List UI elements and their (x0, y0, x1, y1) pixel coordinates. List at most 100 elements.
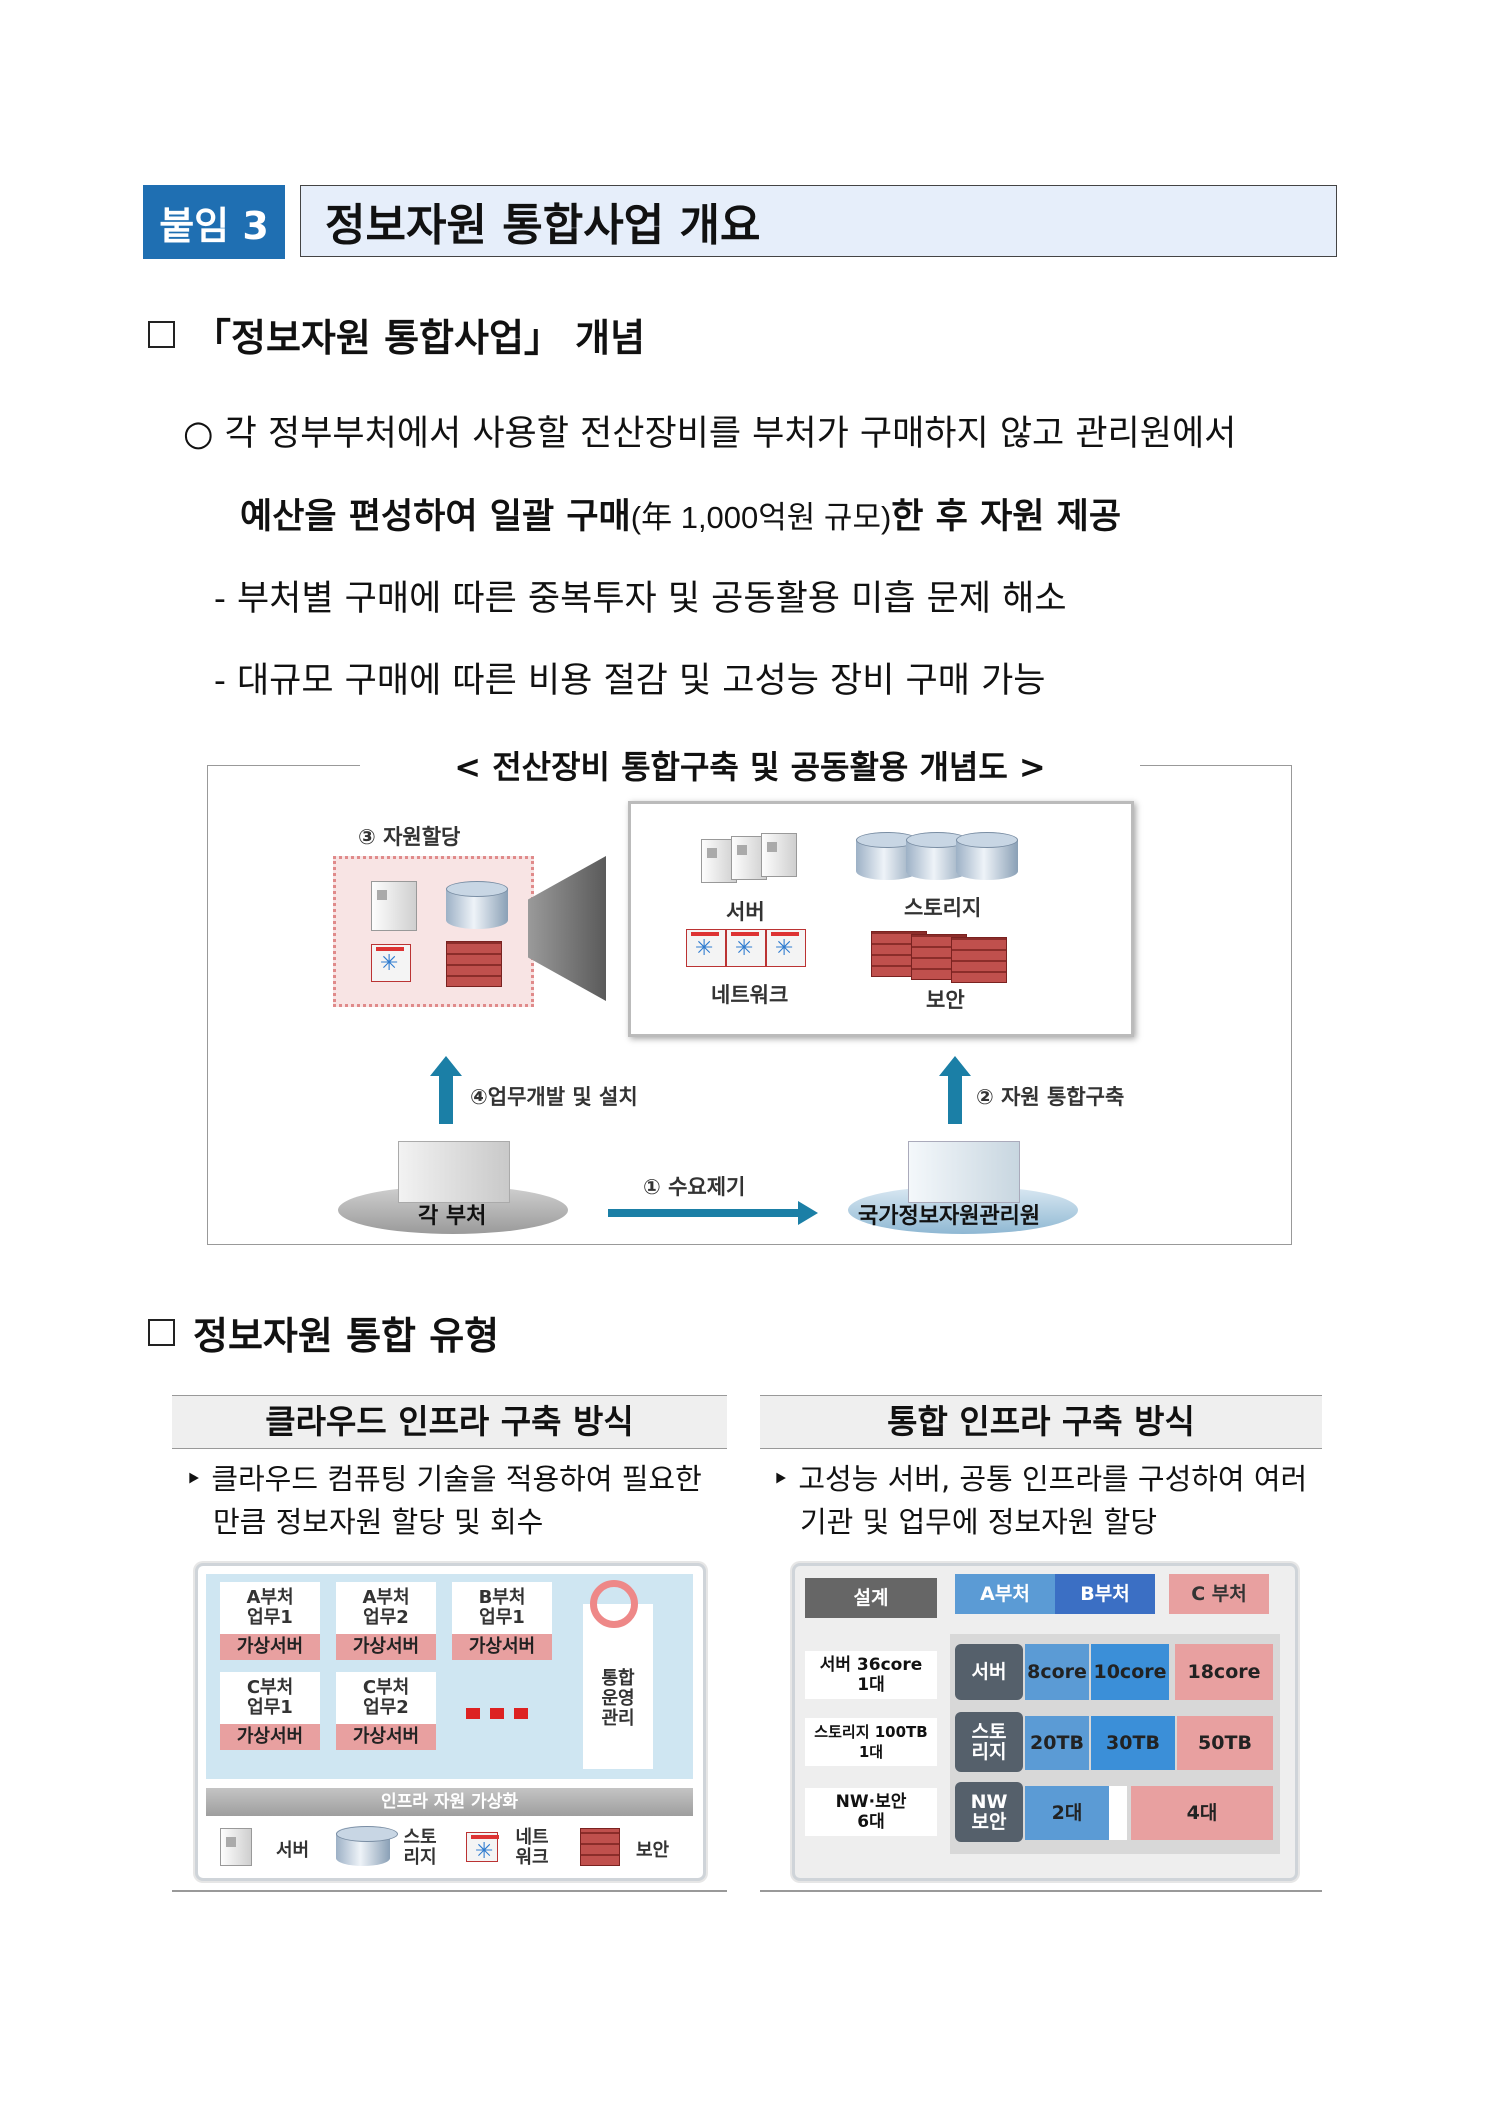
arrow-right-icon (608, 1209, 803, 1217)
alloc-label: ③ 자원할당 (358, 825, 461, 849)
network-icon (371, 944, 411, 982)
storage-c: 50TB (1177, 1716, 1273, 1770)
vm-tag: 가상서버 (220, 1724, 320, 1750)
integrated-column-header: 통합 인프라 구축 방식 (760, 1395, 1322, 1449)
integrate-label: ② 자원 통합구축 (976, 1085, 1125, 1109)
integrated-bottom-rule (760, 1890, 1322, 1892)
concept-line-3: - 부처별 구매에 따른 중복투자 및 공동활용 미흡 문제 해소 (214, 579, 1067, 619)
firewall-icon (951, 937, 1007, 983)
vm-tag: 가상서버 (452, 1634, 552, 1660)
section-heading-types: 정보자원 통합 유형 (148, 1305, 499, 1360)
resource-pool-box: 서버 스토리지 네트워크 보안 (628, 801, 1134, 1037)
building-icon (398, 1141, 510, 1203)
concept-line-2-bold: 예산을 편성하여 일괄 구매 (240, 496, 631, 537)
storage-label: 스토리지 (904, 896, 982, 920)
agency-label: 국가정보자원관리원 (858, 1204, 1041, 1229)
arrow-up-icon (939, 1056, 971, 1124)
ellipsis-dot (514, 1708, 528, 1719)
checkbox-square-icon (148, 321, 175, 348)
ministry-label: 각 부처 (418, 1204, 487, 1229)
storage-icon (956, 832, 1018, 880)
storage-b: 30TB (1091, 1716, 1175, 1770)
cloud-bottom-rule (172, 1890, 727, 1892)
concept-line-2: 예산을 편성하여 일괄 구매(年 1,000억원 규모)한 후 자원 제공 (240, 488, 1121, 539)
alloc-box (333, 856, 534, 1007)
cloud-desc-line1: ‣ 클라우드 컴퓨팅 기술을 적용하여 필요한 (185, 1462, 702, 1496)
firewall-icon (446, 941, 502, 987)
row-server: 서버 (955, 1644, 1023, 1700)
server-a: 8core (1025, 1644, 1089, 1700)
cloud-desc: ‣ 클라우드 컴퓨팅 기술을 적용하여 필요한 만큼 정보자원 할당 및 회수 (185, 1458, 702, 1544)
network-icon (466, 1832, 499, 1863)
network-icon (766, 929, 806, 967)
cloud-desc-line2: 만큼 정보자원 할당 및 회수 (213, 1505, 544, 1539)
page-title-text: 정보자원 통합사업 개요 (325, 200, 761, 251)
nw-ab: 2대 (1025, 1786, 1109, 1840)
virtualization-bar: 인프라 자원 가상화 (206, 1788, 693, 1816)
legend-server: 서버 (276, 1840, 310, 1861)
storage-icon (336, 1826, 398, 1866)
concept-diagram: ③ 자원할당 서버 스토리지 네트워크 보안 ④업무개발 및 설치 ② 자원 통… (207, 765, 1292, 1245)
integrated-desc: ‣ 고성능 서버, 공통 인프라를 구성하여 여러 기관 및 업무에 정보자원 … (772, 1458, 1307, 1544)
checkbox-square-icon (148, 1319, 175, 1346)
concept-line-2-end: 한 후 자원 제공 (891, 496, 1122, 537)
network-icon (726, 929, 766, 967)
concept-line-4: - 대규모 구매에 따른 비용 절감 및 고성능 장비 구매 가능 (214, 661, 1046, 701)
section-heading-text: 정보자원 통합 유형 (193, 1314, 500, 1358)
storage-icon (446, 881, 508, 929)
demand-label: ① 수요제기 (643, 1175, 746, 1199)
attachment-badge: 붙임 3 (143, 185, 285, 259)
ellipsis-dot (466, 1708, 480, 1719)
funnel-shape (528, 856, 606, 1001)
page-title: 정보자원 통합사업 개요 (300, 185, 1337, 257)
vm-tag: 가상서버 (336, 1634, 436, 1660)
server-icon (761, 833, 797, 877)
concept-line-2-budget: (年 1,000억원 규모) (630, 500, 892, 535)
vm-tag: 가상서버 (336, 1724, 436, 1750)
design-header: 설계 (805, 1578, 937, 1618)
arrow-up-icon (430, 1056, 462, 1124)
server-icon (220, 1828, 252, 1866)
integrated-desc-line1: ‣ 고성능 서버, 공통 인프라를 구성하여 여러 (772, 1462, 1308, 1496)
dept-c-header: C 부처 (1169, 1574, 1269, 1614)
dev-label: ④업무개발 및 설치 (470, 1085, 638, 1109)
cloud-column-header: 클라우드 인프라 구축 방식 (172, 1395, 727, 1449)
server-c: 18core (1175, 1644, 1273, 1700)
firewall-icon (580, 1828, 620, 1866)
vm-tag: 가상서버 (220, 1634, 320, 1660)
section-heading-concept: 「정보자원 통합사업」 개념 (148, 307, 645, 362)
integrated-desc-line2: 기관 및 업무에 정보자원 할당 (800, 1505, 1158, 1539)
legend-security: 보안 (636, 1840, 670, 1861)
network-label: 네트워크 (711, 983, 789, 1007)
refresh-icon (590, 1580, 638, 1628)
ellipsis-dot (490, 1708, 504, 1719)
dept-a-header: A부처 (955, 1574, 1055, 1614)
server-label: 서버 (726, 900, 765, 924)
server-icon (371, 881, 417, 931)
dept-b-header: B부처 (1055, 1574, 1155, 1614)
diagram-title: < 전산장비 통합구축 및 공동활용 개념도 > (360, 745, 1140, 789)
section-heading-text: 「정보자원 통합사업」 개념 (193, 316, 646, 360)
nw-c: 4대 (1131, 1786, 1273, 1840)
building-icon (908, 1141, 1020, 1203)
server-b: 10core (1091, 1644, 1169, 1700)
security-label: 보안 (926, 988, 965, 1012)
network-icon (686, 929, 726, 967)
concept-line-1: ○ 각 정부부처에서 사용할 전산장비를 부처가 구매하지 않고 관리원에서 (183, 414, 1237, 454)
